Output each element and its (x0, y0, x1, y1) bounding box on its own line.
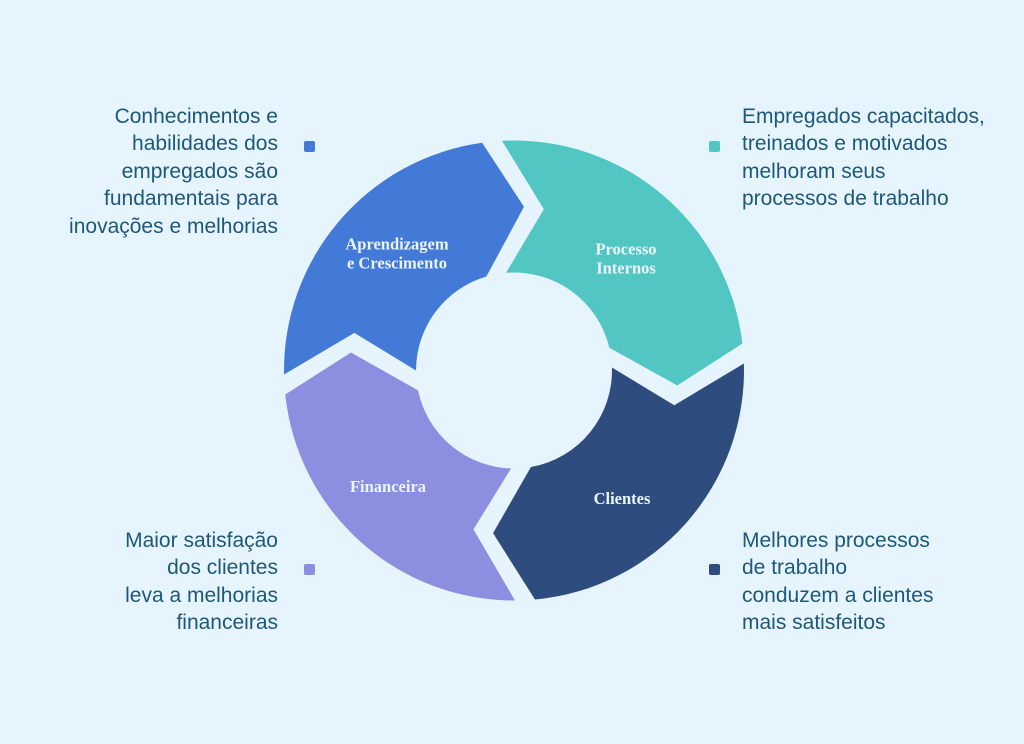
annotation-process: Empregados capacitados, treinados e moti… (742, 105, 985, 211)
bullet-learning (304, 141, 315, 152)
bullet-process (709, 141, 720, 152)
segment-label-learning: Aprendizagem e Crescimento (345, 234, 449, 272)
segment-financial-arrow (285, 352, 515, 601)
annotation-learning: Conhecimentos e habilidades dos empregad… (69, 105, 278, 238)
segment-label-clients: Clientes (593, 488, 651, 508)
bullet-clients (709, 564, 720, 575)
segment-label-financial: Financeira (349, 476, 427, 496)
annotation-financial: Maior satisfação dos clientes leva a mel… (125, 529, 278, 635)
segment-process-arrow (502, 140, 743, 386)
segment-learning-arrow (283, 142, 524, 375)
bullet-financial (304, 564, 315, 575)
annotation-clients: Melhores processos de trabalho conduzem … (742, 529, 934, 635)
segment-clients-arrow (493, 363, 744, 600)
segment-label-process: Processo Internos (595, 239, 657, 277)
